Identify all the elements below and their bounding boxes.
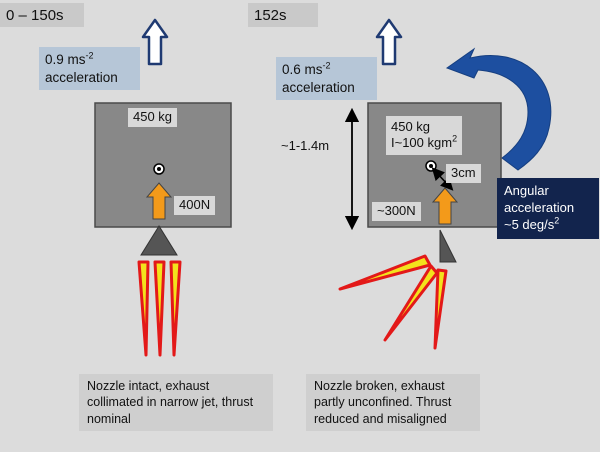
thrust-arrow-icon-left xyxy=(145,182,173,220)
left-acceleration-box: 0.9 ms-2 acceleration xyxy=(39,47,140,91)
exhaust-jets-right xyxy=(338,254,448,350)
angular-line1: Angular acceleration xyxy=(504,183,575,215)
left-note: Nozzle intact, exhaust collimated in nar… xyxy=(79,374,273,431)
left-acceleration-value: 0.9 ms xyxy=(45,52,86,67)
nozzle-right xyxy=(439,229,457,263)
offset-label: 3cm xyxy=(446,164,481,183)
exhaust-jet xyxy=(338,254,432,291)
left-thrust-label: 400N xyxy=(174,196,216,215)
right-mass-inertia-label: 450 kg I~100 kgm2 xyxy=(386,116,463,155)
center-of-mass-icon-left xyxy=(153,163,165,175)
exhaust-jet xyxy=(383,264,439,342)
right-time-header: 152s xyxy=(248,3,318,28)
right-inertia-text: I~100 kgm xyxy=(391,135,453,151)
left-acceleration-word: acceleration xyxy=(45,69,118,85)
right-mass-text: 450 kg xyxy=(391,119,431,134)
exhaust-jet xyxy=(153,260,166,357)
center-of-mass-icon-right xyxy=(425,160,437,172)
right-note-text: Nozzle broken, exhaust partly unconfined… xyxy=(314,379,452,426)
left-note-text: Nozzle intact, exhaust collimated in nar… xyxy=(87,379,254,426)
angular-acceleration-box: Angular acceleration ~5 deg/s2 xyxy=(497,178,599,239)
left-acceleration-exponent: -2 xyxy=(85,50,94,61)
height-label: ~1-1.4m xyxy=(281,138,330,154)
right-time-header-text: 152s xyxy=(254,7,287,24)
exhaust-jet xyxy=(169,260,182,357)
height-text: ~1-1.4m xyxy=(281,138,330,153)
right-acceleration-value: 0.6 ms xyxy=(282,62,323,77)
left-time-header: 0 – 150s xyxy=(0,3,84,28)
left-mass-label: 450 kg xyxy=(128,108,178,127)
right-inertia-exponent: 2 xyxy=(452,133,458,144)
curved-rotation-arrow-icon xyxy=(445,47,552,171)
right-thrust-label: ~300N xyxy=(372,202,421,221)
exhaust-jets-left xyxy=(137,260,182,357)
right-acceleration-exponent: -2 xyxy=(322,60,331,71)
offset-text: 3cm xyxy=(451,165,476,180)
right-acceleration-word: acceleration xyxy=(282,79,355,95)
offset-dimension-arrow xyxy=(431,167,454,191)
exhaust-jet xyxy=(137,260,150,357)
right-thrust-text: ~300N xyxy=(377,203,416,218)
exhaust-jet xyxy=(433,268,448,350)
angular-exponent: 2 xyxy=(554,215,560,226)
angular-value: ~5 deg/s xyxy=(504,216,555,232)
right-acceleration-box: 0.6 ms-2 acceleration xyxy=(276,57,377,101)
right-note: Nozzle broken, exhaust partly unconfined… xyxy=(306,374,480,431)
left-time-header-text: 0 – 150s xyxy=(6,7,64,24)
up-arrow-icon-right xyxy=(375,18,403,66)
up-arrow-icon-left xyxy=(141,18,169,66)
thrust-arrow-icon-right xyxy=(431,187,459,225)
left-mass-text: 450 kg xyxy=(133,109,173,124)
left-thrust-text: 400N xyxy=(179,197,211,212)
nozzle-left xyxy=(140,225,178,256)
